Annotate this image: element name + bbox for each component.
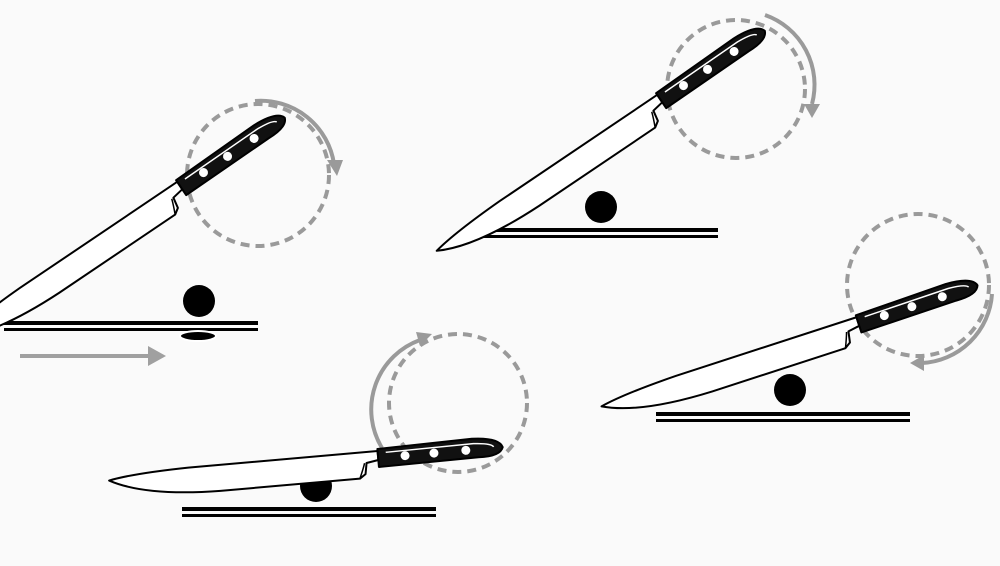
cutting-board — [464, 228, 718, 238]
food-piece — [585, 191, 617, 223]
arrowhead-icon — [804, 104, 820, 118]
cutting-board — [182, 507, 436, 517]
food-piece — [774, 374, 806, 406]
rotation-circle-icon — [845, 212, 991, 358]
arrowhead-icon — [416, 332, 432, 346]
stage-3 — [107, 332, 529, 517]
curved-arrow-icon — [369, 338, 421, 450]
rotation-circle-icon — [387, 332, 529, 474]
curved-arrow-icon — [921, 293, 994, 365]
stage-4 — [597, 212, 994, 427]
cutting-board — [656, 412, 910, 422]
chef-knife-icon — [0, 107, 297, 356]
stage-1 — [0, 98, 343, 366]
food-piece — [179, 285, 217, 342]
rotation-circle-icon — [185, 102, 331, 248]
push-arrow-icon — [20, 346, 166, 366]
curved-arrow-icon — [764, 13, 817, 105]
arrowhead-icon — [910, 355, 924, 371]
cutting-board — [4, 321, 258, 331]
stage-2 — [430, 13, 820, 269]
curved-arrow-icon — [254, 98, 336, 165]
arrowhead-icon — [327, 160, 343, 176]
